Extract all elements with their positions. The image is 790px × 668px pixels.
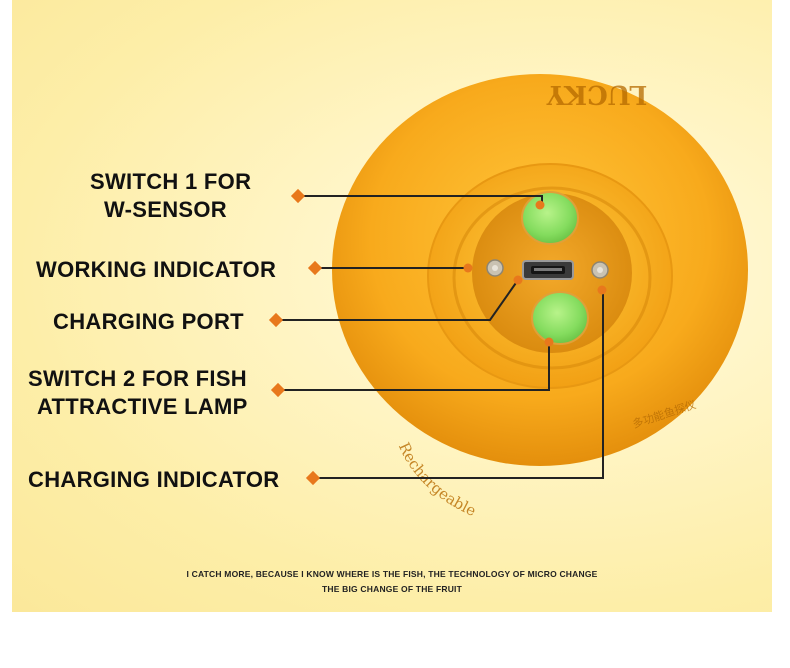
device-illustration: LUCKY Rechargeable 多功能鱼探仪 [268, 74, 748, 520]
label-switch1-line1: SWITCH 1 FOR [90, 169, 252, 194]
callout-dot-end-charging [597, 285, 607, 295]
callout-line-switch2 [278, 342, 550, 391]
callout-dot-charging [305, 470, 321, 486]
tagline-line2: THE BIG CHANGE OF THE FRUIT [322, 584, 462, 594]
device-inner-ring-shadow [452, 186, 652, 370]
callout-dots [268, 188, 607, 486]
product-panel: LUCKY Rechargeable 多功能鱼探仪 [12, 0, 772, 612]
charging-port-usb[interactable] [522, 260, 574, 280]
callout-line-charging [313, 290, 604, 479]
callout-dot-working [307, 260, 323, 276]
label-charging-indicator: CHARGING INDICATOR [28, 467, 280, 492]
callout-dot-switch1 [290, 188, 306, 204]
label-switch2-line1: SWITCH 2 FOR FISH [28, 366, 247, 391]
callout-dot-end-port [513, 275, 523, 285]
switch-2-button[interactable] [531, 291, 589, 345]
brand-text: LUCKY [546, 79, 647, 109]
brand-text-group: LUCKY [546, 79, 647, 109]
callout-dot-port [268, 312, 284, 328]
callout-line-port [276, 279, 519, 321]
callout-dot-end-working [463, 263, 473, 273]
tagline-line1: I CATCH MORE, BECAUSE I KNOW WHERE IS TH… [186, 569, 598, 579]
callout-lines [276, 195, 604, 479]
switch-1-button[interactable] [521, 191, 579, 245]
charging-indicator-led [591, 261, 609, 279]
callout-dot-end-switch2 [544, 337, 554, 347]
label-switch1-line2: W-SENSOR [104, 197, 227, 222]
callout-dot-switch2 [270, 382, 286, 398]
label-charging-port: CHARGING PORT [53, 309, 244, 334]
callout-dot-end-switch1 [535, 200, 545, 210]
label-working-indicator: WORKING INDICATOR [36, 257, 277, 282]
label-switch2-line2: ATTRACTIVE LAMP [37, 394, 248, 419]
working-indicator-led [486, 259, 504, 277]
